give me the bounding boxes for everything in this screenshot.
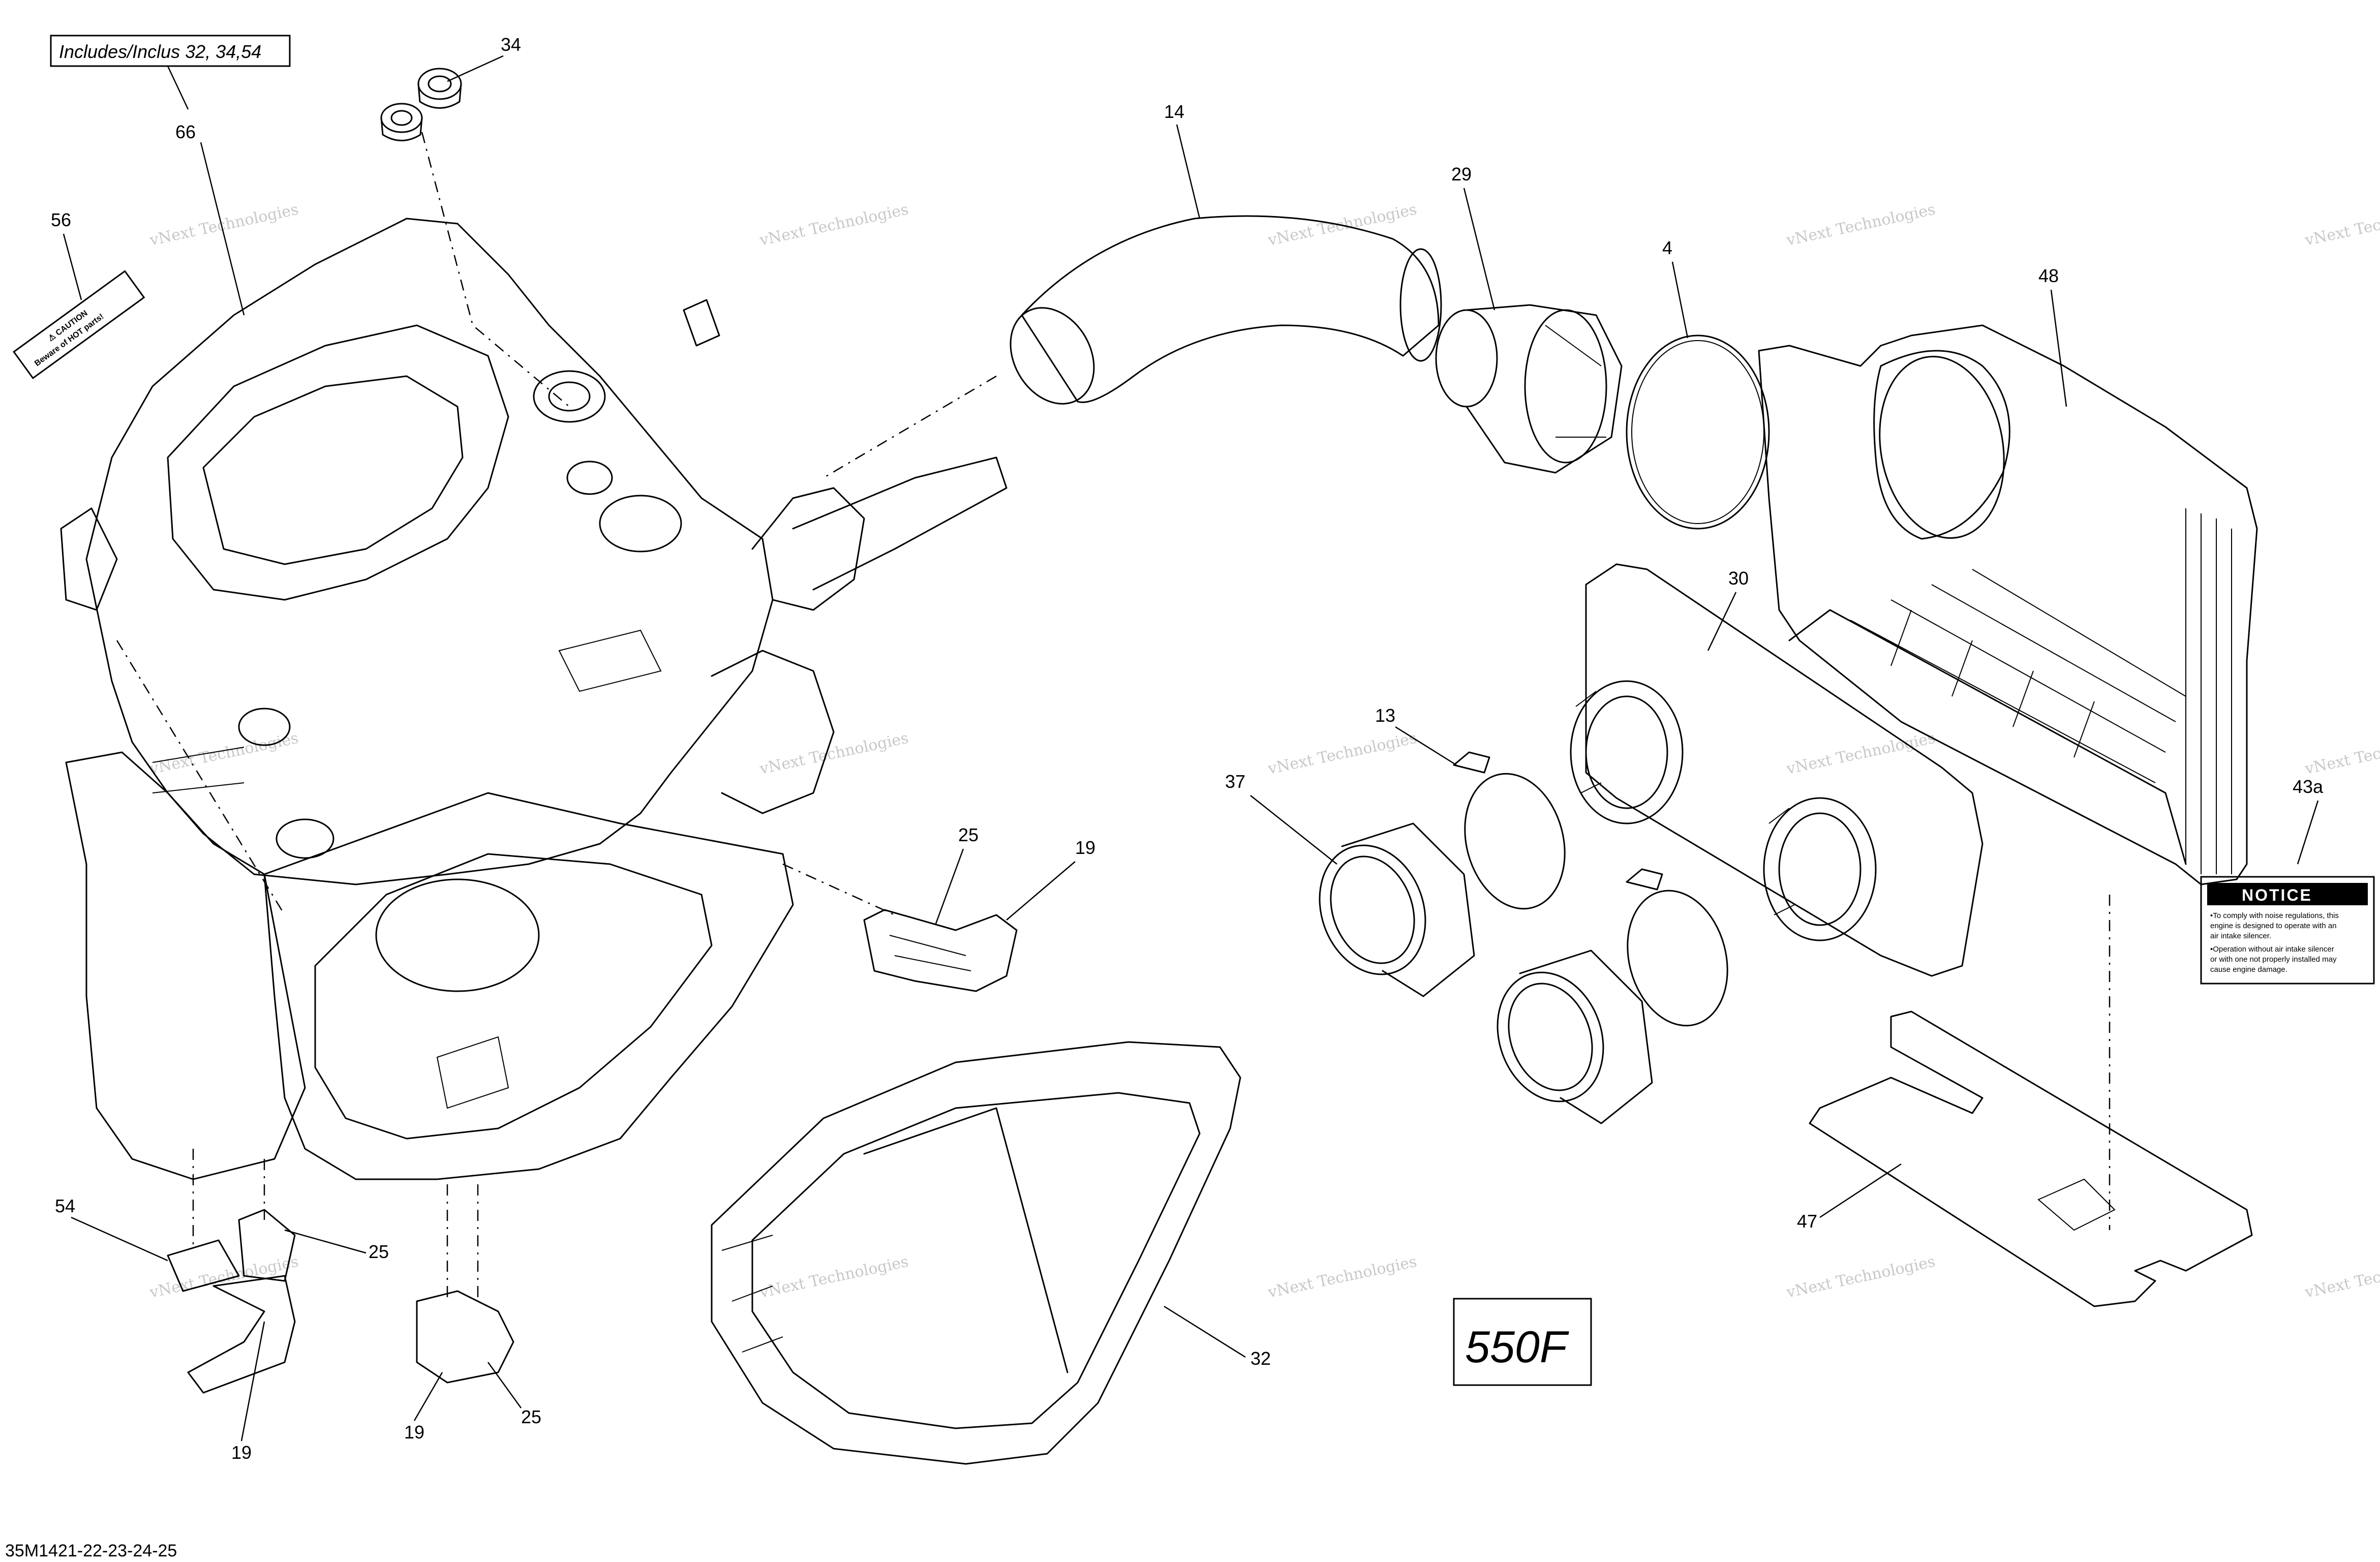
- callout-29: 29: [1451, 164, 1472, 185]
- air-box-housing: [60, 218, 1008, 1180]
- callout-14: 14: [1164, 101, 1184, 122]
- callout-32: 32: [1250, 1348, 1271, 1369]
- watermark-text: vNext Technologies: [148, 201, 300, 250]
- watermark-text: vNext Technologies: [1785, 201, 1937, 250]
- lower-brackets: [167, 1209, 514, 1394]
- grommets: [380, 68, 462, 141]
- callout-19-lower: 19: [404, 1422, 424, 1443]
- includes-text: Includes/Inclus 32, 34,54: [59, 41, 261, 62]
- watermark-text: vNext Technologies: [2303, 729, 2380, 778]
- watermark-text: vNext Technologies: [2303, 1253, 2380, 1302]
- o-ring: [1626, 334, 1770, 530]
- callout-19-mid: 19: [1075, 837, 1095, 858]
- callout-25-mid: 25: [958, 824, 979, 845]
- watermark-text: vNext Technologies: [758, 1253, 910, 1302]
- assembly-lines: [116, 132, 2111, 1301]
- reference-code: 35M1421-22-23-24-25: [5, 1541, 177, 1560]
- model-box: 550F: [1453, 1298, 1592, 1386]
- watermarks: vNext Technologies vNext Technologies vN…: [148, 201, 2380, 1302]
- adapter: [1435, 304, 1623, 474]
- notice-line: or with one not properly installed may: [2210, 955, 2337, 964]
- callout-48: 48: [2038, 265, 2059, 286]
- callout-19-left: 19: [231, 1442, 252, 1463]
- watermark-text: vNext Technologies: [1266, 1253, 1419, 1302]
- callout-47: 47: [1797, 1211, 1817, 1232]
- callout-66: 66: [175, 121, 196, 142]
- watermark-text: vNext Technologies: [758, 729, 910, 778]
- bracket-middle: [863, 909, 1018, 992]
- notice-line: cause engine damage.: [2210, 965, 2287, 974]
- filter-housing: [1758, 324, 2258, 885]
- callout-25-left: 25: [369, 1241, 389, 1262]
- callout-34: 34: [501, 34, 521, 55]
- notice-line: •To comply with noise regulations, this: [2210, 911, 2339, 920]
- notice-line: engine is designed to operate with an: [2210, 922, 2337, 930]
- support-plate: [1809, 1010, 2253, 1307]
- callout-4: 4: [1662, 237, 1672, 258]
- callout-56: 56: [51, 209, 71, 230]
- intake-hose: [1010, 215, 1442, 405]
- hose-clamps: [1453, 751, 1728, 1027]
- notice-label: NOTICE •To comply with noise regulations…: [2200, 876, 2375, 985]
- callout-13: 13: [1375, 705, 1395, 726]
- callout-37: 37: [1225, 771, 1245, 792]
- callout-30: 30: [1728, 568, 1749, 589]
- small-clip: [683, 299, 720, 347]
- watermark-text: vNext Technologies: [1266, 729, 1419, 778]
- watermark-text: vNext Technologies: [758, 201, 910, 250]
- includes-box: Includes/Inclus 32, 34,54: [50, 35, 291, 67]
- callouts: 66 34 56 14 29 4 48 30 13 37 25 19 43a 5…: [51, 34, 2324, 1463]
- notice-line: •Operation without air intake silencer: [2210, 945, 2334, 954]
- watermark-text: vNext Technologies: [1785, 729, 1937, 778]
- notice-title: NOTICE: [2242, 886, 2312, 904]
- watermark-text: vNext Technologies: [1785, 1253, 1937, 1302]
- rubber-sleeves: [1319, 822, 1653, 1124]
- callout-54: 54: [55, 1196, 75, 1216]
- duct-frame: [711, 1041, 1241, 1465]
- callout-43a: 43a: [2293, 776, 2324, 797]
- caution-label: ⚠ CAUTION Beware of HOT parts!: [13, 270, 145, 380]
- watermark-text: vNext Technologies: [148, 729, 300, 778]
- watermark-text: vNext Technologies: [2303, 201, 2380, 250]
- silencer-tubes: [1570, 563, 1984, 977]
- callout-25-lower: 25: [521, 1406, 541, 1427]
- notice-line: air intake silencer.: [2210, 932, 2271, 940]
- model-label: 550F: [1465, 1322, 1569, 1372]
